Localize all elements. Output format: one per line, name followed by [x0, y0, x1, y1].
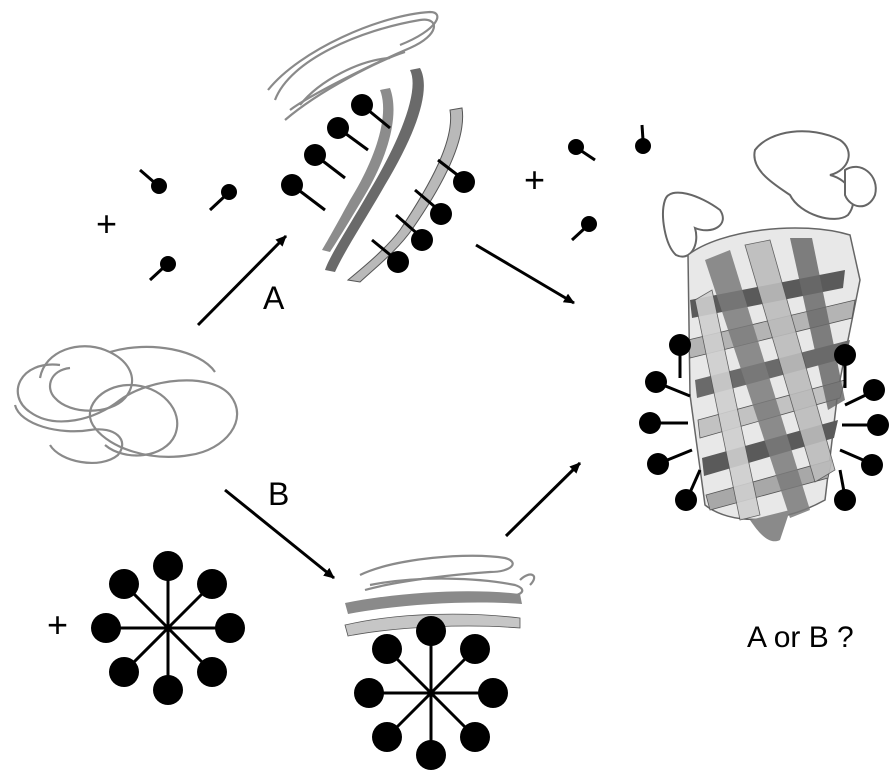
free-monomer-1	[140, 170, 167, 194]
micelle-with-protein	[354, 616, 508, 770]
free-monomer-3	[150, 256, 176, 280]
released-monomer-3	[572, 216, 597, 240]
plus-sign-micelle: +	[47, 604, 68, 645]
unfolded-protein-coil	[15, 346, 237, 463]
arrow-a-to-barrel	[476, 245, 574, 303]
free-micelle	[91, 551, 245, 705]
pathway-b-label: B	[268, 476, 289, 512]
released-monomer-1	[568, 139, 595, 160]
free-monomer-2	[210, 184, 237, 210]
released-monomer-2	[635, 125, 651, 154]
question-label: A or B ?	[747, 621, 854, 654]
arrow-b-to-barrel	[506, 463, 580, 536]
folded-barrel-body	[688, 228, 860, 541]
pathway-a-label: A	[263, 280, 285, 316]
plus-sign-free-monomers: +	[96, 203, 117, 244]
plus-sign-released-monomers: +	[524, 159, 545, 200]
